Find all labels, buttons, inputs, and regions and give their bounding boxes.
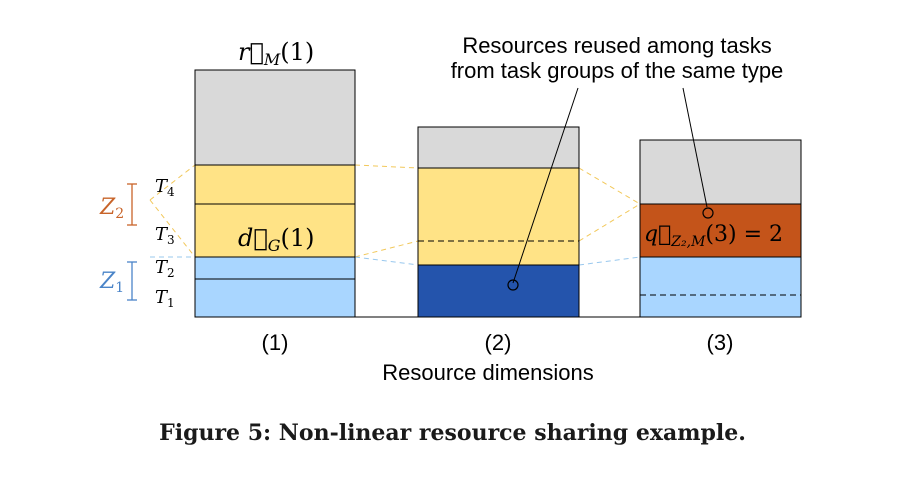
connector-yellow-left-z2 — [149, 164, 196, 201]
t2-label-sub: 2 — [167, 266, 175, 280]
t4-label-sub: 4 — [167, 185, 175, 199]
t3-label: T3 — [155, 224, 175, 247]
annotation-line-1: Resources reused among tasks — [462, 33, 771, 58]
pointer-to-bar-3 — [682, 87, 708, 208]
bar-2-gray — [417, 126, 580, 169]
bar-1-mid-label-vec: d⃗ — [238, 224, 268, 252]
bar-2 — [417, 126, 580, 318]
bar-1-yellow-t3 — [194, 203, 356, 258]
x-label-3: (3) — [707, 330, 734, 355]
x-label-1: (1) — [262, 330, 289, 355]
bar-3-gray — [639, 139, 802, 205]
bar-3-label-sub: Z₂,M — [670, 234, 706, 250]
z1-label-main: Z — [99, 269, 116, 294]
z2-label-main: Z — [99, 195, 116, 220]
bar-1-blue-t1 — [194, 278, 356, 318]
z1-label: Z1 — [99, 269, 124, 296]
t3-label-main: T — [155, 224, 169, 245]
bar-1-mid-label: d⃗G(1) — [238, 224, 315, 255]
bar-3-label-rest: (3) = 2 — [705, 222, 783, 247]
z1-bracket — [127, 261, 137, 301]
t3-label-sub: 3 — [167, 233, 175, 247]
t2-label: T2 — [155, 257, 175, 280]
t4-label-main: T — [155, 176, 169, 197]
bar-3-label: q⃗Z₂,M(3) = 2 — [644, 222, 783, 250]
z2-bracket — [127, 183, 137, 226]
pointer-dot-bar-3 — [702, 207, 714, 219]
bar-1-mid-label-sub: G — [268, 236, 281, 255]
x-axis-title: Resource dimensions — [382, 360, 594, 385]
z2-label-sub: 2 — [115, 206, 124, 222]
bar-1-top-label-vec: r⃗ — [238, 38, 264, 66]
pointer-dot-bar-2 — [507, 279, 519, 291]
connector-yellow-bottom-2-3 — [578, 203, 641, 242]
connector-yellow-top-1-2 — [354, 164, 419, 169]
bar-1-gray — [194, 69, 356, 166]
connector-yellow-top-2-3 — [578, 167, 641, 205]
bar-1-top-label-arg: (1) — [280, 38, 314, 66]
connector-lines — [149, 164, 641, 266]
z1-label-sub: 1 — [115, 280, 124, 296]
bar-1 — [194, 69, 356, 318]
connector-blue-top-1-2 — [354, 256, 419, 266]
bar-1-yellow-t4 — [194, 164, 356, 205]
bar-3-orange — [639, 203, 802, 258]
z2-label: Z2 — [99, 195, 124, 222]
bar-1-blue-t2 — [194, 256, 356, 280]
x-label-2: (2) — [485, 330, 512, 355]
bar-2-yellow — [417, 167, 580, 266]
t1-label-main: T — [155, 287, 169, 308]
connector-yellow-bottom-1-2 — [354, 240, 419, 258]
t4-label: T4 — [155, 176, 175, 199]
connector-blue-top-2-3 — [578, 256, 641, 266]
bar-2-dark-blue — [417, 264, 580, 318]
annotation-line-2: from task groups of the same type — [451, 58, 784, 83]
bar-3 — [639, 139, 802, 318]
figure-caption: Figure 5: Non-linear resource sharing ex… — [159, 420, 746, 446]
bar-3-light-blue — [639, 256, 802, 318]
connector-yellow-left-z2b — [149, 199, 196, 258]
t2-label-main: T — [155, 257, 169, 278]
bar-1-top-label: r⃗M(1) — [238, 38, 314, 69]
bar-1-top-label-sub: M — [263, 50, 281, 69]
t1-label-sub: 1 — [167, 296, 175, 310]
t1-label: T1 — [155, 287, 175, 310]
bar-1-mid-label-arg: (1) — [281, 224, 315, 252]
bar-3-label-vec: q⃗ — [644, 222, 671, 247]
pointer-to-bar-2 — [512, 87, 579, 284]
